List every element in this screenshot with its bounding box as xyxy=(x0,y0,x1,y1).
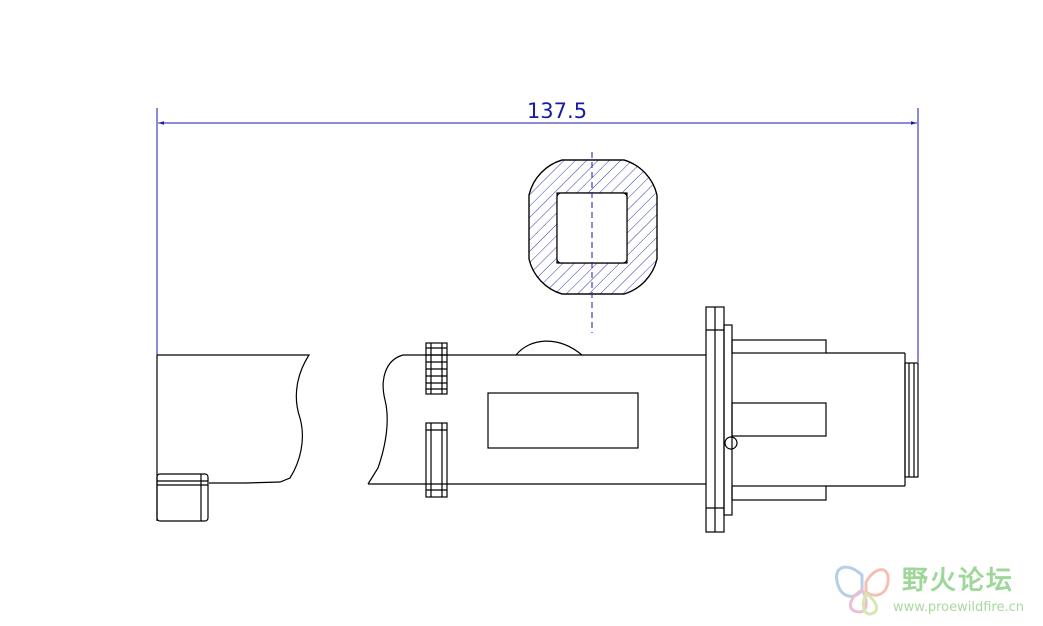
left-shaft-segment xyxy=(156,354,311,522)
butterfly-logo-icon xyxy=(835,565,890,616)
main-body xyxy=(367,306,919,533)
prong-bottom xyxy=(731,485,827,501)
left-shaft-tab xyxy=(156,473,209,522)
end-cap xyxy=(904,362,919,478)
locator-hole xyxy=(724,436,738,450)
main-body-break-edge xyxy=(367,354,404,485)
watermark-url: www.proewildfire.cn xyxy=(893,600,1024,615)
prong-middle xyxy=(731,402,827,437)
lower-ring xyxy=(425,422,448,498)
overall-length-dimension: 137.5 xyxy=(156,99,919,362)
dimension-value: 137.5 xyxy=(527,99,587,123)
body-window xyxy=(487,392,639,449)
flange-hub xyxy=(723,324,733,516)
watermark-title: 野火论坛 xyxy=(902,566,1014,596)
top-bump xyxy=(515,340,583,356)
section-outer-outline xyxy=(528,159,658,295)
prong-top xyxy=(731,339,827,354)
watermark: 野火论坛 www.proewildfire.cn xyxy=(835,565,1024,616)
section-outer-profile xyxy=(528,159,658,295)
left-shaft-outline xyxy=(157,354,311,484)
section-view xyxy=(528,152,658,333)
